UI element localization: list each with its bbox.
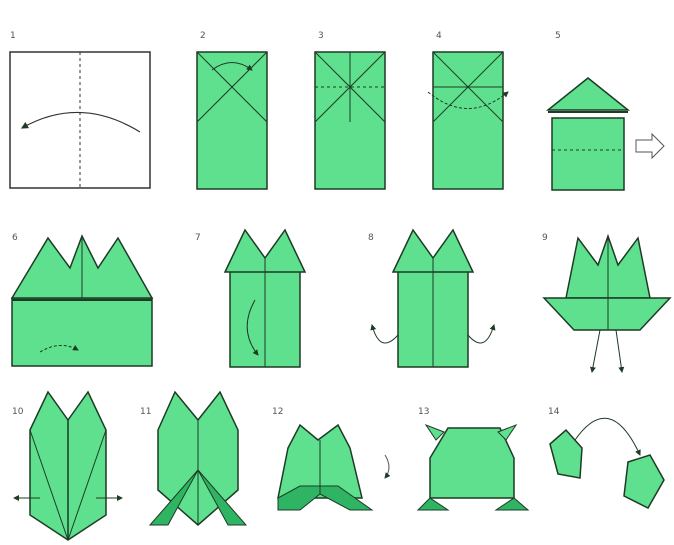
step-9-base xyxy=(544,298,670,330)
step-7: 7 xyxy=(195,230,305,367)
step-8-number: 8 xyxy=(368,233,374,243)
step-13-number: 13 xyxy=(418,407,429,417)
step-8: 8 xyxy=(368,230,494,367)
step-14-jump-arrow xyxy=(575,418,640,455)
step-4-number: 4 xyxy=(436,31,442,41)
step-3-number: 3 xyxy=(318,31,324,41)
step-13-back-legs xyxy=(418,498,448,510)
step-14-frog-right xyxy=(624,455,664,508)
step-6-number: 6 xyxy=(12,233,18,243)
step-10-number: 10 xyxy=(12,407,24,417)
step-4-paper xyxy=(433,52,503,189)
step-5: 5 xyxy=(548,31,664,190)
step-5-number: 5 xyxy=(555,31,561,41)
step-3: 3 xyxy=(315,31,385,189)
step-2-paper xyxy=(197,52,267,189)
step-13-body xyxy=(430,428,514,498)
step-6: 6 xyxy=(12,233,152,366)
step-11: 11 xyxy=(140,392,246,525)
step-7-number: 7 xyxy=(195,233,201,243)
step-6-paper-body xyxy=(12,298,152,366)
step-12: 12 xyxy=(272,407,389,510)
step-13: 13 xyxy=(418,407,528,510)
step-14: 14 xyxy=(548,407,664,508)
step-12-number: 12 xyxy=(272,407,283,417)
step-1-number: 1 xyxy=(10,31,16,41)
step-2-number: 2 xyxy=(200,31,206,41)
step-10: 10 xyxy=(12,392,122,540)
step-5-outline-arrow xyxy=(636,134,664,158)
step-9-number: 9 xyxy=(542,233,548,243)
step-5-paper-body xyxy=(552,118,624,190)
step-5-top-triangle xyxy=(548,78,628,110)
step-2: 2 xyxy=(197,31,267,189)
step-14-number: 14 xyxy=(548,407,560,417)
step-12-turnover-arrow xyxy=(385,455,389,478)
step-11-number: 11 xyxy=(140,407,151,417)
step-4: 4 xyxy=(428,31,508,189)
step-9: 9 xyxy=(542,233,670,372)
step-1: 1 xyxy=(10,31,150,188)
